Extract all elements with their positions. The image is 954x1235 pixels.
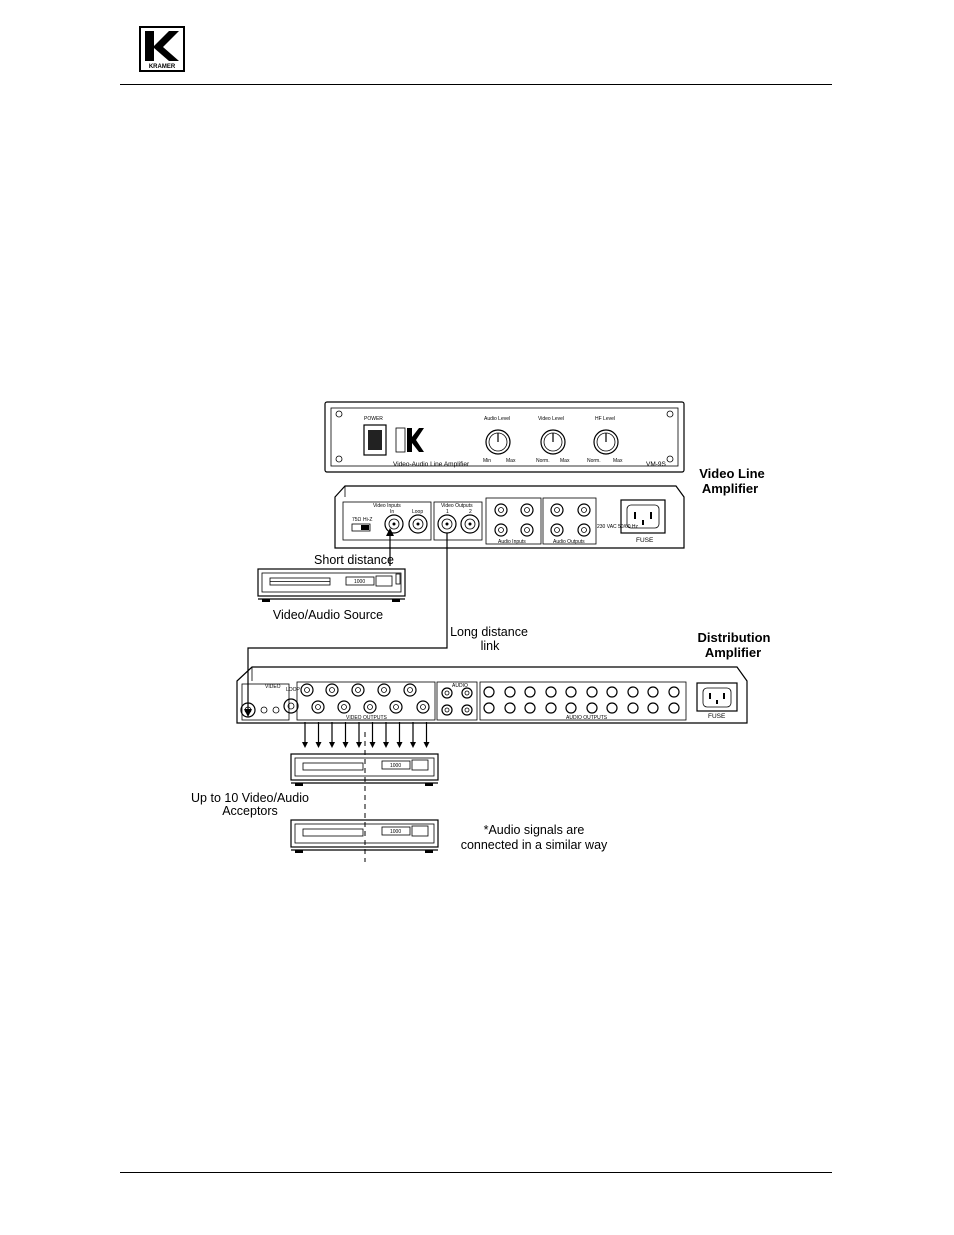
svg-text:1000: 1000 [390, 763, 401, 769]
rca-jacks [494, 503, 591, 537]
distribution-amplifier: VIDEO LOOP VIDEO OUTPUTS AUDIO [236, 666, 748, 724]
rca-audio-outputs [483, 686, 680, 714]
header-rule [120, 84, 832, 85]
rear-panel: Video Inputs In Loop 75Ω Hi-Z Video Outp… [334, 485, 685, 549]
output-arrow-head [329, 742, 335, 748]
da-power-inlet [696, 682, 738, 712]
kramer-logo: KRAMER [139, 26, 185, 72]
output-arrow-head [315, 742, 322, 748]
output-arrow-head [369, 742, 376, 748]
note-label-2: connected in a similar way [461, 838, 608, 852]
kramer-mark-icon [407, 428, 424, 452]
svg-text:Audio Outputs: Audio Outputs [553, 539, 585, 545]
short-distance-label: Short distance [314, 553, 394, 567]
long-distance-cable [247, 533, 448, 715]
video-line-amplifier-label-1: Video Line [699, 466, 765, 481]
hf-level-knob: HF Level Norm. Max [587, 416, 623, 464]
bnc-outputs-top [300, 683, 417, 697]
output-arrow-head [423, 742, 430, 748]
acceptors-label-1: Up to 10 Video/Audio [191, 791, 309, 805]
fuse-label: FUSE [636, 537, 654, 544]
svg-text:KRAMER: KRAMER [149, 64, 176, 70]
svg-text:1000: 1000 [390, 829, 401, 835]
acceptor-vcr-2: 1000 [290, 819, 439, 853]
audio-level-knob: Audio Level Min Max [483, 416, 516, 464]
svg-text:230 VAC 50/60 Hz: 230 VAC 50/60 Hz [597, 524, 639, 530]
svg-text:Loop: Loop [412, 509, 423, 515]
front-panel: POWER Video-Audio Line Amplifier VM-9S A… [324, 401, 685, 473]
svg-text:Max: Max [613, 458, 623, 464]
video-line-amplifier-label-2: Amplifier [702, 481, 758, 496]
svg-text:Audio Inputs: Audio Inputs [498, 539, 526, 545]
svg-text:1000: 1000 [354, 579, 365, 585]
power-switch [363, 424, 387, 456]
note-label-1: *Audio signals are [484, 823, 585, 837]
distribution-amplifier-label-1: Distribution [698, 630, 771, 645]
output-arrow-head [356, 742, 362, 748]
source-vcr: 1000 [257, 568, 406, 602]
svg-text:Video Outputs: Video Outputs [441, 503, 473, 509]
svg-text:FUSE: FUSE [708, 713, 726, 720]
video-loop-connector [408, 514, 428, 534]
svg-text:VIDEO: VIDEO [265, 684, 281, 690]
output-arrows [302, 722, 430, 748]
svg-text:75Ω: 75Ω [352, 517, 362, 523]
output-arrow-head [342, 742, 349, 748]
output-arrow-head [383, 742, 389, 748]
acceptor-vcr-1: 1000 [290, 753, 439, 786]
acceptors-label-2: Acceptors [222, 804, 278, 818]
svg-text:Norm.: Norm. [587, 458, 601, 464]
video-in-connector [384, 514, 404, 534]
svg-text:AUDIO: AUDIO [452, 683, 468, 689]
bnc-outputs-bottom [311, 700, 430, 714]
svg-text:AUDIO OUTPUTS: AUDIO OUTPUTS [566, 715, 608, 721]
output-arrow-head [302, 742, 308, 748]
svg-text:In: In [390, 509, 394, 515]
source-label: Video/Audio Source [273, 608, 383, 622]
svg-text:Video Inputs: Video Inputs [373, 503, 401, 509]
svg-text:Norm.: Norm. [536, 458, 550, 464]
svg-text:Min: Min [483, 458, 491, 464]
power-label: POWER [364, 416, 383, 422]
distribution-amplifier-label-2: Amplifier [705, 645, 761, 660]
svg-text:Max: Max [560, 458, 570, 464]
svg-text:Audio Level: Audio Level [484, 416, 510, 422]
video-out-2-connector [460, 514, 480, 534]
svg-text:VIDEO OUTPUTS: VIDEO OUTPUTS [346, 715, 388, 721]
svg-text:1: 1 [446, 509, 449, 515]
output-arrow-head [410, 742, 416, 748]
footer-rule [120, 1172, 832, 1173]
svg-text:Max: Max [506, 458, 516, 464]
svg-text:LOOP: LOOP [286, 687, 301, 693]
long-distance-label-2: link [481, 639, 501, 653]
product-name: Video-Audio Line Amplifier [393, 461, 470, 468]
power-inlet [620, 499, 666, 534]
svg-text:HF Level: HF Level [595, 416, 615, 422]
svg-text:2: 2 [469, 509, 472, 515]
video-level-knob: Video Level Norm. Max [536, 416, 570, 464]
long-distance-label-1: Long distance [450, 625, 528, 639]
model-number: VM-9S [646, 461, 667, 468]
svg-text:Hi-Z: Hi-Z [363, 517, 372, 523]
output-arrow-head [396, 742, 403, 748]
svg-text:Video Level: Video Level [538, 416, 564, 422]
